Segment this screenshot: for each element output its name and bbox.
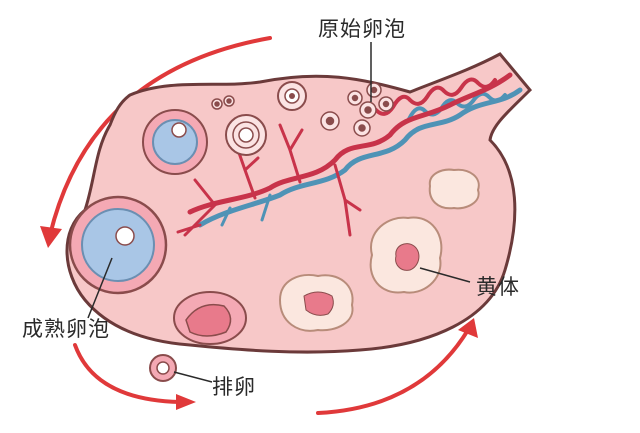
artery-main: [187, 72, 513, 215]
label-ovulation: 排卵: [212, 375, 256, 399]
mature-pointer: [87, 257, 113, 319]
corpus-luteum: [369, 216, 443, 294]
corpus-luteum-pointer: [419, 267, 471, 283]
label-mature-follicle: 成熟卵泡: [22, 317, 110, 341]
released-ovum: [149, 354, 177, 382]
cycle-arrow-bottom: [73, 343, 182, 404]
antral-follicle: [142, 109, 208, 175]
blood-vessels: [176, 72, 523, 237]
artery-branch-1: [278, 123, 304, 184]
artery-branch-4: [333, 163, 362, 237]
artery-branch-3: [176, 178, 217, 237]
cycle-arrow-top-left-head: [40, 226, 62, 248]
mature-follicle: [68, 195, 168, 295]
label-corpus-luteum: 黄体: [476, 275, 520, 299]
label-primordial-follicle: 原始卵泡: [318, 17, 406, 41]
ovulation-pointer: [173, 371, 213, 383]
cycle-arrow-bottom-right: [316, 328, 470, 415]
corpus-albicans: [428, 168, 480, 210]
vein-branch-1: [220, 193, 272, 227]
cycle-arrow-bottom-head: [176, 394, 196, 410]
corpus-luteum-developing: [278, 274, 354, 332]
ruptured-follicle: [173, 291, 247, 345]
artery-coil: [374, 77, 497, 116]
growing-follicle-ringed: [225, 114, 267, 156]
cycle-arrow-bottom-right-head: [458, 318, 478, 338]
artery-branch-2: [236, 148, 260, 200]
growing-follicle-small: [277, 81, 307, 111]
